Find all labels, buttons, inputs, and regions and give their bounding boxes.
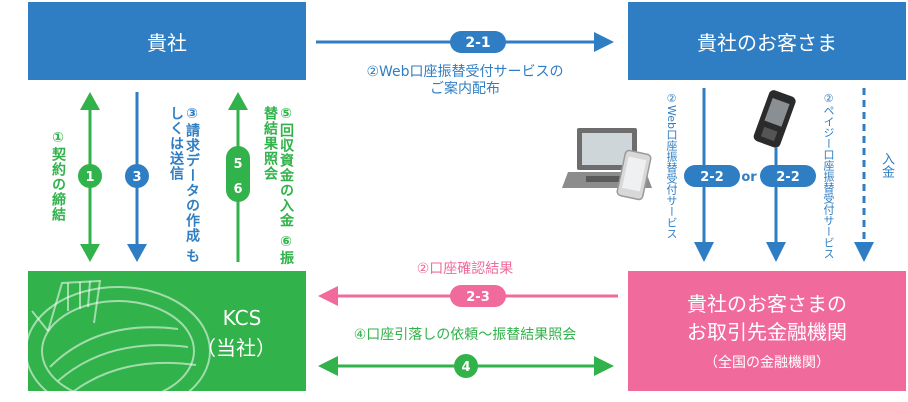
label-funds-line1: ⑤回収資金の入金 xyxy=(278,106,294,228)
arrow-deposit xyxy=(854,88,874,262)
kcs-label: KCS xyxy=(222,306,262,330)
svg-text:1: 1 xyxy=(85,170,94,185)
svg-text:6: 6 xyxy=(233,182,242,197)
label-billing-line1: ③請求データの作成 xyxy=(184,106,200,243)
feature-phone-icon xyxy=(753,90,796,148)
label-funds-line2: ⑥振替結果照会 xyxy=(262,106,294,266)
customer-box: 貴社のお客さま xyxy=(628,2,906,80)
stadium-illustration xyxy=(28,279,211,391)
label-announcement-line2: ご案内配布 xyxy=(430,81,500,97)
svg-text:5: 5 xyxy=(233,157,242,172)
or-label: or xyxy=(741,170,757,185)
svg-text:3: 3 xyxy=(132,170,141,185)
company-box: 貴社 xyxy=(28,2,306,80)
kcs-sublabel: （当社） xyxy=(196,336,276,360)
label-announcement-line1: ②Web口座振替受付サービスの xyxy=(366,64,564,80)
label-account-confirm: ②口座確認結果 xyxy=(416,261,514,277)
bank-label-line1: 貴社のお客さまの xyxy=(687,292,847,316)
svg-text:2-3: 2-3 xyxy=(466,290,490,305)
badge-2-1: 2-1 xyxy=(450,31,506,53)
company-label: 貴社 xyxy=(147,30,187,55)
svg-text:2-2: 2-2 xyxy=(700,170,724,185)
label-debit-request: ④口座引落しの依頼～振替結果照会 xyxy=(353,327,577,343)
label-deposit: 入金 xyxy=(879,152,894,178)
svg-text:4: 4 xyxy=(461,360,470,375)
arrow-5-6: 5 6 xyxy=(226,92,250,262)
svg-text:2-2: 2-2 xyxy=(776,170,800,185)
bank-label-line2: お取引先金融機関 xyxy=(687,320,847,344)
arrow-1: 1 xyxy=(78,92,102,262)
arrow-2-2-payeasy: 2-2 xyxy=(760,148,816,262)
bank-box: 貴社のお客さまの お取引先金融機関 （全国の金融機関） xyxy=(628,271,906,391)
bank-sublabel: （全国の金融機関） xyxy=(704,355,830,371)
label-contract: ①契約の締結 xyxy=(50,130,66,222)
kcs-box: KCS （当社） xyxy=(28,271,306,391)
arrow-4: 4 xyxy=(318,354,614,378)
arrow-3: 3 xyxy=(125,92,149,262)
svg-text:2-1: 2-1 xyxy=(465,35,490,51)
label-billing-data: ③請求データの作成 もしくは送信 xyxy=(168,106,200,276)
smartphone-icon xyxy=(616,149,652,201)
label-payeasy-service: ②ペイジー口座振替受付サービス xyxy=(822,92,835,259)
label-funds: ⑤回収資金の入金 ⑥振替結果照会 xyxy=(262,106,294,276)
arrow-2-2-web: 2-2 xyxy=(684,88,740,262)
customer-label: 貴社のお客さま xyxy=(697,30,837,55)
arrow-2-3: 2-3 xyxy=(318,285,618,307)
label-announcement: ②Web口座振替受付サービスの ご案内配布 xyxy=(320,64,610,98)
label-web-service: ②Web口座振替受付サービス xyxy=(665,92,678,239)
label-billing-line2: もしくは送信 xyxy=(168,106,200,264)
